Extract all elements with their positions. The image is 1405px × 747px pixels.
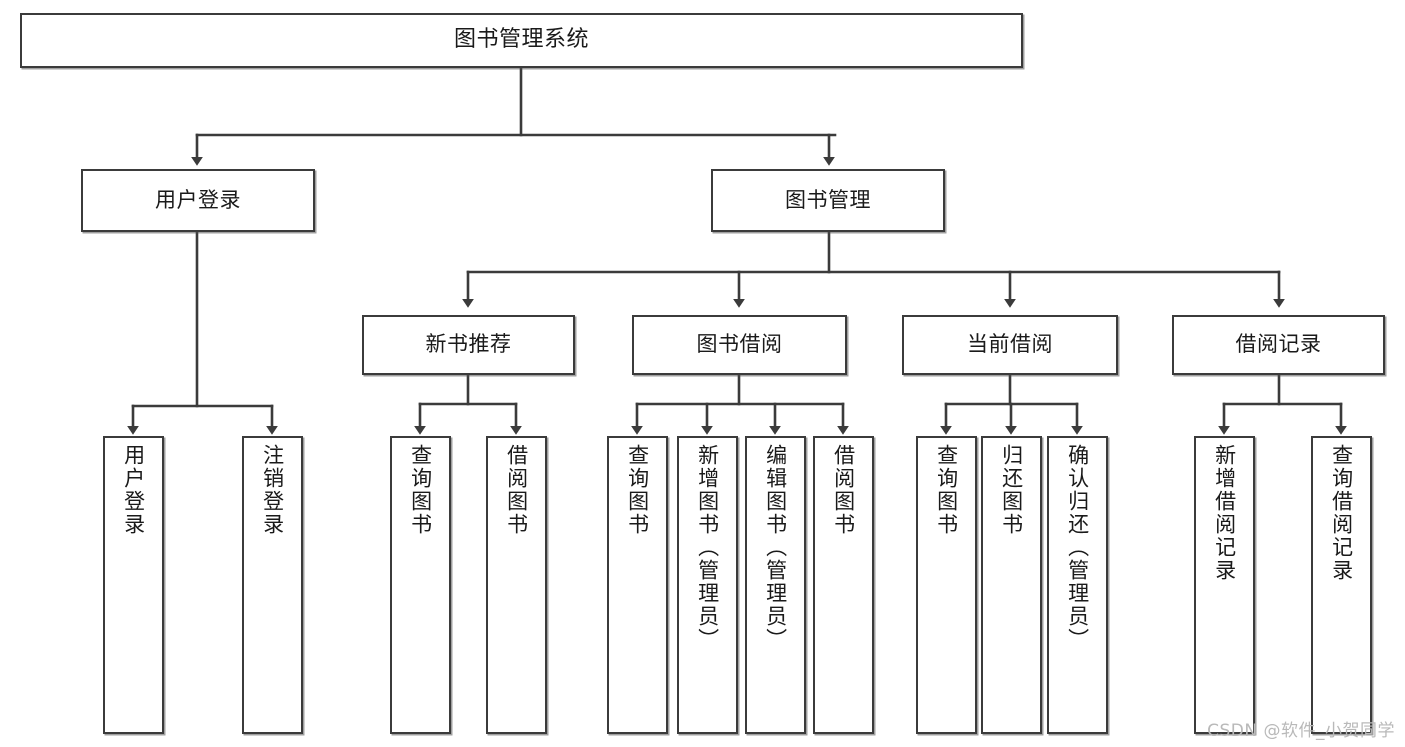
leaf-current-borrow-query[interactable]: 查询图书 [916, 436, 977, 734]
leaf-current-borrow-return-label: 归还图书 [999, 444, 1024, 536]
node-borrow-record-label: 借阅记录 [1235, 332, 1322, 357]
watermark: CSDN @软件_小贺同学 [1207, 721, 1395, 741]
node-root[interactable]: 图书管理系统 [20, 13, 1023, 68]
node-new-book-recommend-label: 新书推荐 [425, 332, 512, 357]
leaf-current-borrow-confirm-label: 确认归还（管理员） [1065, 444, 1090, 651]
node-book-management[interactable]: 图书管理 [711, 169, 945, 232]
leaf-book-borrow-borrow-label: 借阅图书 [831, 444, 856, 536]
node-new-book-recommend[interactable]: 新书推荐 [362, 315, 575, 375]
node-user-login-label: 用户登录 [155, 187, 241, 212]
node-root-label: 图书管理系统 [453, 27, 589, 53]
leaf-borrow-record-add[interactable]: 新增借阅记录 [1194, 436, 1255, 734]
leaf-current-borrow-confirm[interactable]: 确认归还（管理员） [1047, 436, 1108, 734]
leaf-user-login-login[interactable]: 用户登录 [103, 436, 164, 734]
leaf-new-book-query[interactable]: 查询图书 [390, 436, 451, 734]
node-borrow-record[interactable]: 借阅记录 [1172, 315, 1385, 375]
leaf-borrow-record-query-label: 查询借阅记录 [1329, 444, 1354, 582]
leaf-book-borrow-query-label: 查询图书 [625, 444, 650, 536]
leaf-borrow-record-query[interactable]: 查询借阅记录 [1311, 436, 1372, 734]
leaf-current-borrow-query-label: 查询图书 [934, 444, 959, 536]
node-book-borrow[interactable]: 图书借阅 [632, 315, 847, 375]
leaf-book-borrow-add-label: 新增图书（管理员） [695, 444, 720, 651]
leaf-book-borrow-query[interactable]: 查询图书 [607, 436, 668, 734]
leaf-book-borrow-edit[interactable]: 编辑图书（管理员） [745, 436, 806, 734]
leaf-book-borrow-add[interactable]: 新增图书（管理员） [677, 436, 738, 734]
leaf-new-book-borrow[interactable]: 借阅图书 [486, 436, 547, 734]
leaf-user-login-logout-label: 注销登录 [260, 444, 285, 536]
leaf-current-borrow-return[interactable]: 归还图书 [981, 436, 1042, 734]
leaf-user-login-login-label: 用户登录 [121, 444, 146, 536]
leaf-book-borrow-edit-label: 编辑图书（管理员） [763, 444, 788, 651]
node-current-borrow[interactable]: 当前借阅 [902, 315, 1118, 375]
node-current-borrow-label: 当前借阅 [967, 332, 1053, 357]
leaf-new-book-query-label: 查询图书 [408, 444, 433, 536]
leaf-new-book-borrow-label: 借阅图书 [504, 444, 529, 536]
leaf-book-borrow-borrow[interactable]: 借阅图书 [813, 436, 874, 734]
node-book-borrow-label: 图书借阅 [696, 332, 783, 357]
node-user-login[interactable]: 用户登录 [81, 169, 315, 232]
leaf-user-login-logout[interactable]: 注销登录 [242, 436, 303, 734]
leaf-borrow-record-add-label: 新增借阅记录 [1212, 444, 1237, 582]
node-book-management-label: 图书管理 [785, 187, 871, 212]
